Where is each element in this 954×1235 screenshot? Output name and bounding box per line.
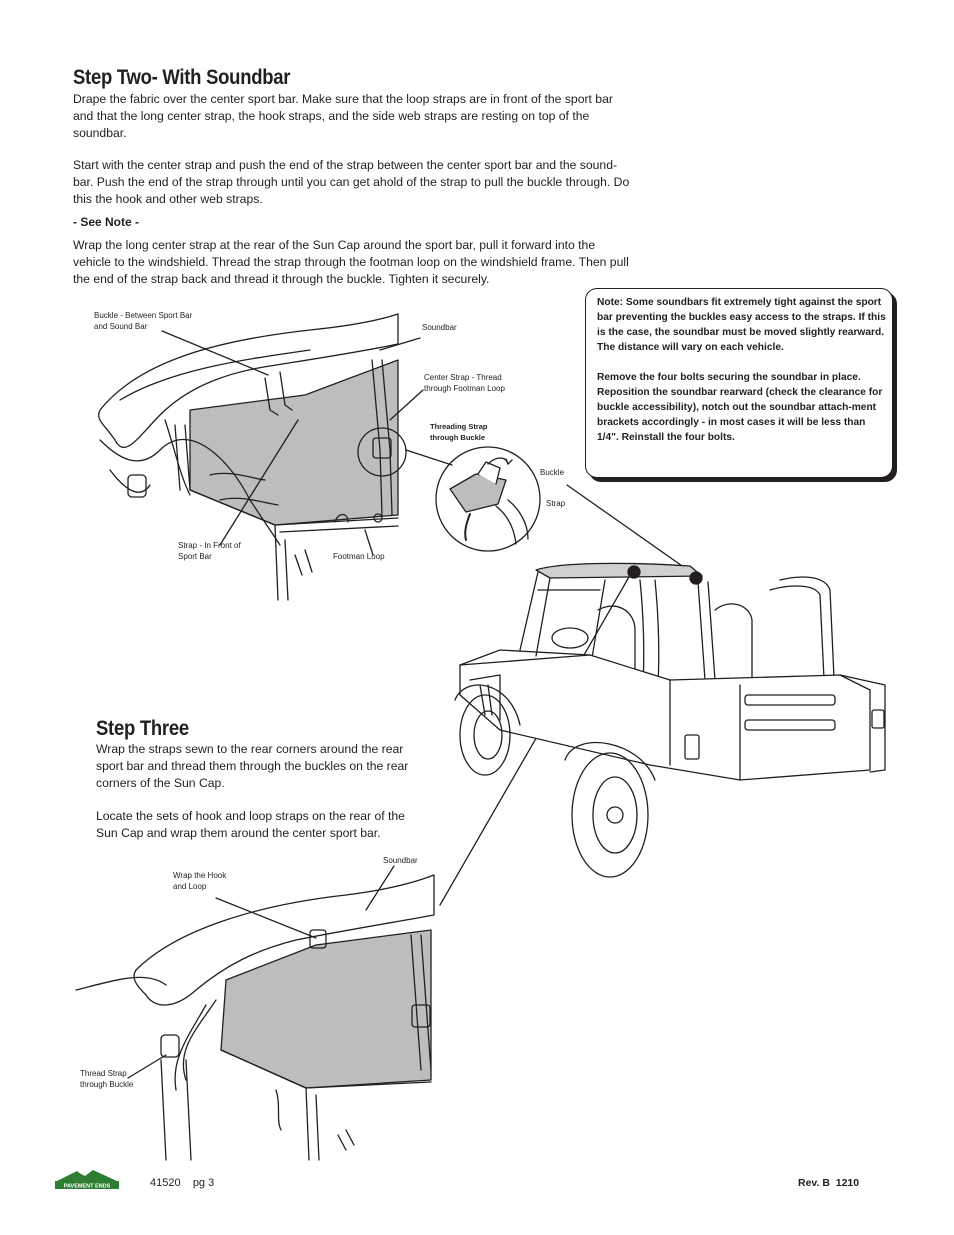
rear-corner-illustration (75, 865, 435, 1161)
step-three-paragraph-1: Wrap the straps sewn to the rear corners… (96, 742, 409, 790)
step-three-paragraph-2: Locate the sets of hook and loop straps … (96, 809, 405, 840)
pavement-ends-logo: PAVEMENT ENDS (55, 1170, 119, 1190)
page-reference: 41520 pg 3 (150, 1177, 215, 1189)
label-strap: Strap (546, 499, 566, 508)
label-threading-strap: Threading Strap through Buckle (430, 422, 488, 442)
note-paragraph-1: Note: Some soundbars fit extremely tight… (597, 297, 886, 353)
step-two-title: Step Two- With Soundbar (73, 66, 291, 89)
label-soundbar-1: Soundbar (422, 323, 457, 332)
step-two-paragraph-1: Drape the fabric over the center sport b… (73, 92, 613, 140)
step-two-paragraph-3: Wrap the long center strap at the rear o… (73, 238, 629, 286)
step-three-title: Step Three (96, 717, 189, 740)
threading-strap-inset (435, 446, 541, 552)
note-paragraph-2: Remove the four bolts securing the sound… (597, 372, 883, 443)
note-box (585, 288, 893, 478)
label-thread-strap: Thread Strap through Buckle (80, 1069, 134, 1089)
label-center-strap: Center Strap - Thread through Footman Lo… (424, 373, 505, 393)
revision-label: Rev. B 1210 (798, 1177, 860, 1189)
jeep-illustration (439, 484, 886, 906)
label-buckle: Buckle (540, 468, 565, 477)
label-soundbar-2: Soundbar (383, 856, 418, 865)
label-wrap-hook: Wrap the Hook and Loop (173, 871, 227, 891)
label-strap-in-front: Strap - In Front of Sport Bar (178, 541, 241, 561)
see-note-label: - See Note - (73, 215, 140, 229)
note-text: Note: Some soundbars fit extremely tight… (597, 295, 889, 460)
label-footman-loop: Footman Loop (333, 552, 385, 561)
svg-text:PAVEMENT ENDS: PAVEMENT ENDS (64, 1184, 111, 1190)
label-buckle-between: Buckle - Between Sport Bar and Sound Bar (94, 311, 193, 331)
step-two-paragraph-2: Start with the center strap and push the… (73, 158, 630, 206)
soundbar-detail-illustration (98, 313, 453, 601)
